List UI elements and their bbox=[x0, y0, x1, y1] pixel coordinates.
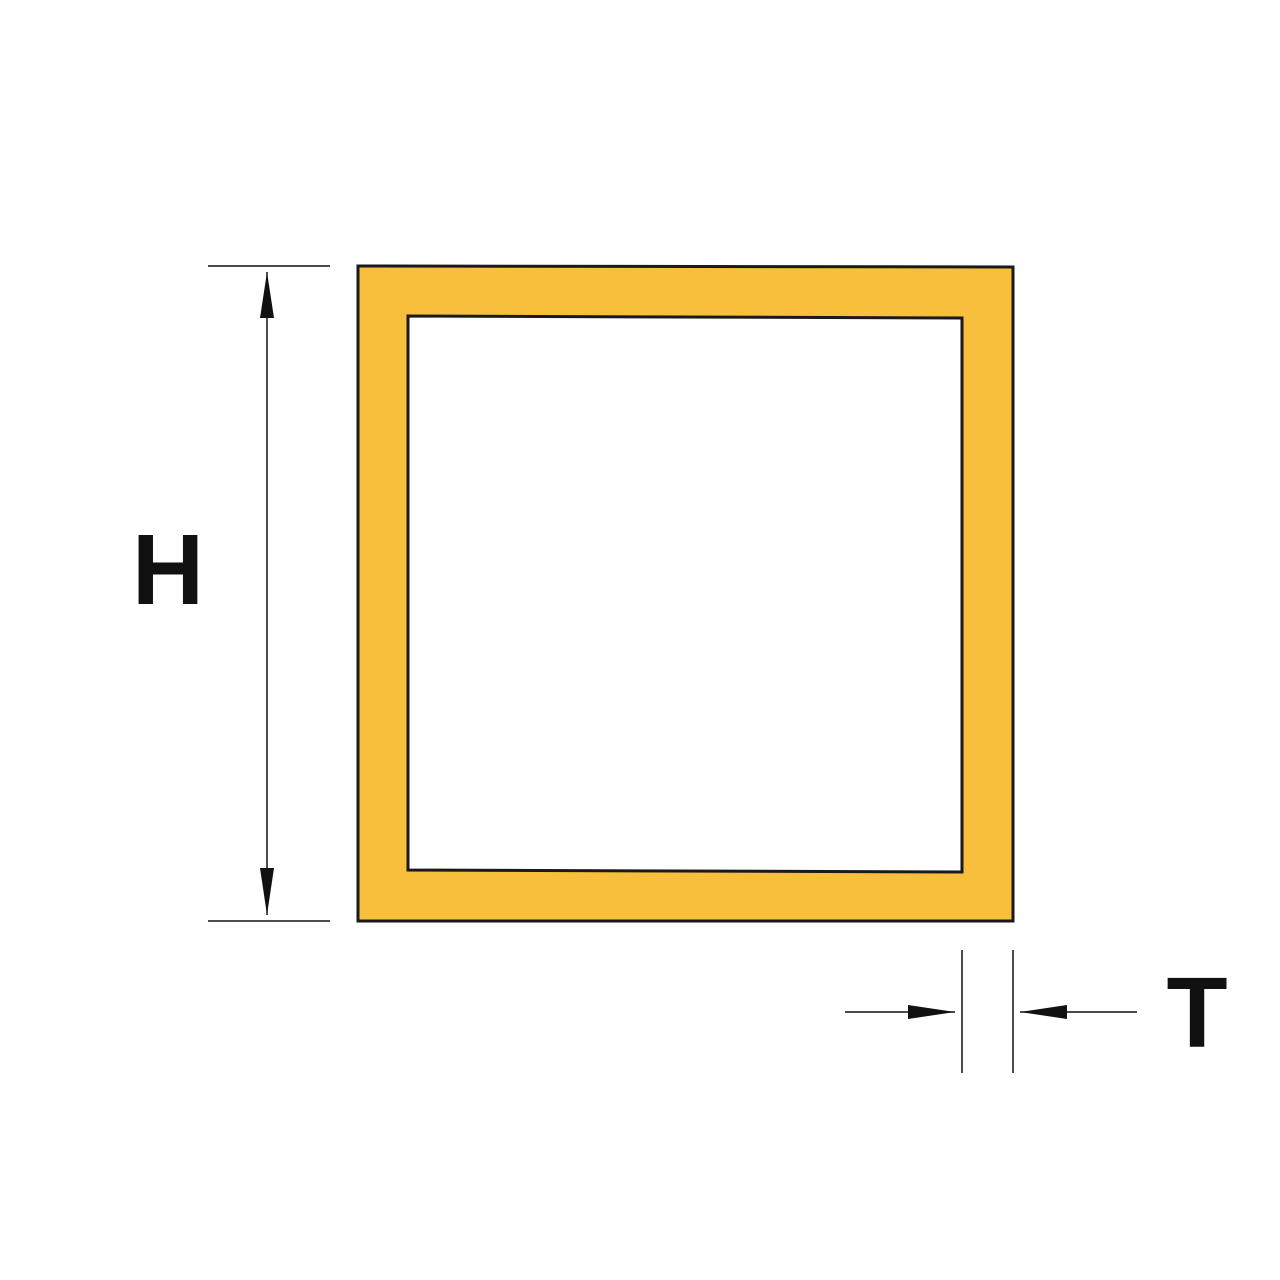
height-dimension: H bbox=[132, 265, 330, 922]
thickness-label: T bbox=[1166, 957, 1227, 1069]
thickness-arrow-left bbox=[1020, 1005, 1067, 1019]
thickness-arrow-right bbox=[908, 1005, 955, 1019]
tube-wall bbox=[356, 264, 1015, 923]
thickness-dimension: T bbox=[845, 950, 1228, 1073]
height-arrow-down bbox=[260, 868, 274, 915]
height-arrow-up bbox=[260, 272, 274, 318]
height-label: H bbox=[132, 514, 204, 626]
